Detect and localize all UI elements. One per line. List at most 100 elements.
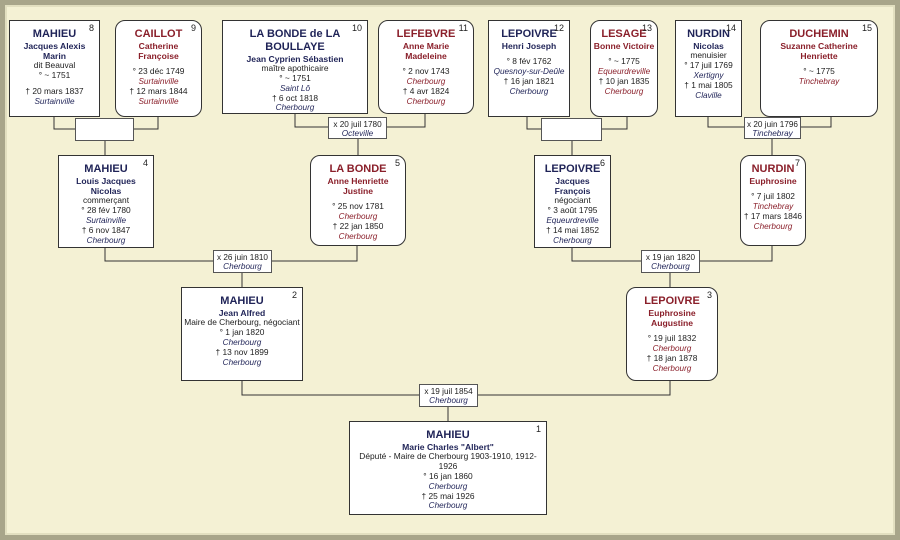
person-surname: LA BONDE [329, 163, 387, 175]
person-number: 6 [599, 158, 605, 168]
person-box-1[interactable]: 1 MAHIEU Marie Charles "Albert" Député -… [349, 421, 547, 515]
birth-place: Surtainville [85, 216, 127, 226]
death-place: Claville [695, 90, 722, 100]
person-given-name: Jacques Alexis Marin [23, 40, 86, 62]
birth-date: ° 17 juil 1769 [684, 60, 733, 71]
death-place: Cherbourg [428, 501, 468, 511]
person-number: 5 [394, 158, 400, 168]
person-note: négociant [554, 195, 591, 206]
death-date: † 17 mars 1846 [743, 210, 803, 221]
person-given-name: Bonne Victoire [593, 40, 655, 51]
death-date: † 16 jan 1821 [503, 75, 555, 86]
death-place: Cherbourg [222, 357, 262, 367]
person-surname: LA BONDE de LA BOULLAYE [249, 28, 341, 53]
person-note: dit Beauval [33, 60, 76, 71]
death-place: Surtainville [138, 96, 179, 106]
death-date: † 13 nov 1899 [215, 346, 269, 357]
person-note: Député - Maire de Cherbourg 1903-1910, 1… [359, 451, 537, 472]
connector-4-5 [104, 246, 358, 287]
marriage-label-12-13 [541, 118, 602, 141]
marriage-place: Octeville [341, 129, 374, 139]
death-place: Cherbourg [275, 103, 315, 113]
person-number: 8 [88, 23, 94, 33]
birth-date: ° 1 jan 1820 [219, 327, 265, 338]
birth-place: Tinchebray [752, 202, 794, 212]
birth-place: Quesnoy-sur-Deûle [493, 67, 565, 77]
person-number: 15 [861, 23, 872, 33]
death-date: † 6 nov 1847 [81, 224, 131, 235]
birth-place: Xertigny [693, 70, 724, 80]
person-number: 4 [142, 158, 148, 168]
person-surname: CAILLOT [134, 28, 183, 40]
marriage-label-8-9 [75, 118, 134, 141]
person-box-14[interactable]: 14 NURDIN Nicolas menuisier ° 17 juil 17… [675, 20, 742, 117]
person-surname: MAHIEU [220, 295, 264, 307]
person-box-3[interactable]: 3 LEPOIVRE Euphrosine Augustine ° 19 jui… [626, 287, 718, 381]
death-place: Cherbourg [509, 86, 549, 96]
person-surname: LESAGE [601, 28, 647, 40]
person-given-name: Henri Joseph [501, 40, 557, 51]
birth-date: ° ~ 1751 [38, 70, 71, 81]
marriage-label-14-15: x 20 juin 1796 Tinchebray [744, 117, 801, 139]
death-date: † 18 jan 1878 [646, 352, 698, 363]
person-box-10[interactable]: 10 LA BONDE de LA BOULLAYE Jean Cyprien … [222, 20, 368, 114]
person-box-7[interactable]: 7 NURDIN Euphrosine ° 7 juil 1802 Tinche… [740, 155, 806, 246]
birth-place: Tinchebray [798, 77, 840, 87]
person-surname: DUCHEMIN [789, 28, 849, 40]
marriage-date: x 26 juin 1810 [217, 253, 268, 262]
person-box-11[interactable]: 11 LEFEBVRE Anne Marie Madeleine ° 2 nov… [378, 20, 474, 114]
connector-10-11 [294, 114, 426, 155]
birth-place: Cherbourg [222, 337, 262, 347]
birth-place: Cherbourg [406, 77, 446, 87]
person-given-name: Nicolas [693, 40, 724, 51]
person-surname: NURDIN [751, 163, 795, 175]
person-number: 1 [535, 424, 541, 434]
birth-date: ° ~ 1751 [279, 72, 311, 83]
marriage-place: Cherbourg [223, 262, 262, 272]
person-given-name: Anne Henriette Justine [327, 175, 389, 197]
person-number: 11 [458, 23, 468, 33]
marriage-date: x 19 jan 1820 [645, 253, 696, 262]
birth-place: Cherbourg [428, 481, 468, 491]
person-box-2[interactable]: 2 MAHIEU Jean Alfred Maire de Cherbourg,… [181, 287, 303, 381]
person-box-6[interactable]: 6 LEPOIVRE Jacques François négociant ° … [534, 155, 611, 248]
marriage-label-2-3: x 19 juil 1854 Cherbourg [419, 384, 478, 407]
birth-date: ° 28 fév 1780 [81, 205, 131, 216]
person-box-15[interactable]: 15 DUCHEMIN Suzanne Catherine Henriette … [760, 20, 878, 117]
birth-place: Surtainville [138, 77, 179, 87]
connector-14-15 [707, 117, 832, 155]
person-number: 9 [190, 23, 196, 33]
marriage-place: Cherbourg [651, 262, 690, 272]
person-box-13[interactable]: 13 LESAGE Bonne Victoire ° ~ 1775 Equeur… [590, 20, 658, 117]
person-given-name: Catherine Françoise [138, 40, 179, 62]
person-surname: MAHIEU [32, 28, 77, 40]
birth-place: Saint Lô [279, 83, 311, 93]
birth-date: ° 19 juil 1832 [647, 333, 697, 344]
person-box-9[interactable]: 9 CAILLOT Catherine Françoise ° 23 déc 1… [115, 20, 202, 117]
death-place: Cherbourg [338, 231, 378, 241]
person-number: 7 [794, 158, 800, 168]
person-box-5[interactable]: 5 LA BONDE Anne Henriette Justine ° 25 n… [310, 155, 406, 246]
birth-place: Equeurdreville [546, 216, 599, 226]
person-box-8[interactable]: 8 MAHIEU Jacques Alexis Marin dit Beauva… [9, 20, 100, 117]
person-given-name: Jacques François [554, 175, 591, 197]
death-date: † 25 mai 1926 [421, 490, 475, 501]
death-date: † 4 avr 1824 [402, 85, 450, 96]
person-surname: LEFEBVRE [396, 28, 456, 40]
person-box-12[interactable]: 12 LEPOIVRE Henri Joseph ° 8 fév 1762 Qu… [488, 20, 570, 117]
person-note: menuisier [690, 50, 727, 61]
birth-date: ° 7 juil 1802 [751, 191, 795, 202]
person-surname: NURDIN [687, 28, 730, 40]
person-given-name: Euphrosine Augustine [648, 307, 696, 329]
marriage-place: Tinchebray [752, 129, 793, 139]
connector-8-9 [53, 117, 159, 155]
birth-place: Equeurdreville [597, 67, 651, 77]
birth-date: ° 23 déc 1749 [132, 66, 185, 77]
birth-place: Cherbourg [652, 344, 692, 354]
connector-2-3 [241, 381, 671, 421]
person-surname: LEPOIVRE [544, 163, 601, 175]
person-note: maître apothicaire [261, 63, 329, 74]
person-surname: LEPOIVRE [644, 295, 700, 307]
person-given-name: Jean Alfred [218, 307, 266, 318]
person-box-4[interactable]: 4 MAHIEU Louis Jacques Nicolas commerçan… [58, 155, 154, 248]
